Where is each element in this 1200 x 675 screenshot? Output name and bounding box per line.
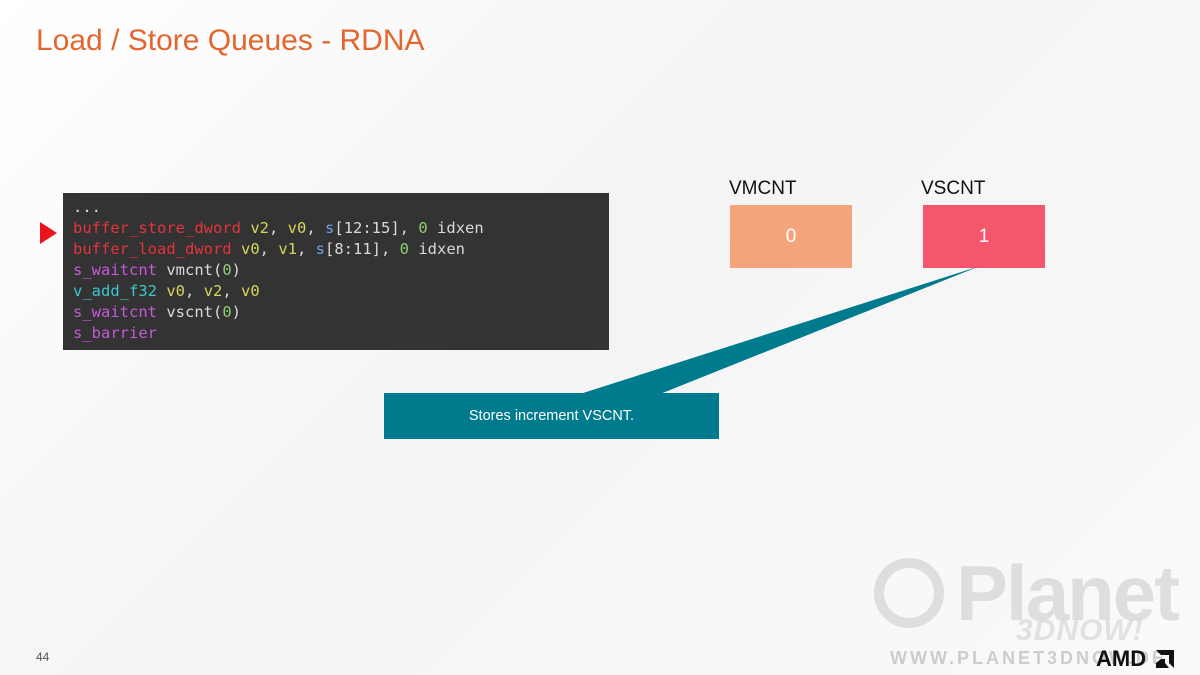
page-number: 44 <box>36 650 50 664</box>
code-token: v2 <box>250 219 269 237</box>
code-token: 0 <box>222 261 232 279</box>
code-token: ... <box>73 198 101 216</box>
code-token: ) <box>231 303 242 321</box>
amd-arrow-icon <box>1156 650 1174 668</box>
vmcnt-label: VMCNT <box>729 178 797 199</box>
slide-title: Load / Store Queues - RDNA <box>36 24 425 57</box>
callout-text: Stores increment VSCNT. <box>468 408 635 424</box>
code-token: [12:15], <box>334 219 419 237</box>
code-token: s <box>325 219 335 237</box>
code-token: v0 <box>287 219 307 237</box>
code-token: buffer_load_dword <box>73 240 232 258</box>
code-token: v0 <box>166 282 186 300</box>
vmcnt-value: 0 <box>785 225 797 247</box>
code-token: s_waitcnt <box>73 261 157 279</box>
code-token: v2 <box>203 282 223 300</box>
code-token: 0 <box>222 303 232 321</box>
code-token: idxen <box>427 219 484 237</box>
code-line: buffer_store_dword v2, v0, s[12:15], 0 i… <box>73 218 609 239</box>
code-line: s_barrier <box>73 323 609 344</box>
code-token: s_waitcnt <box>73 303 157 321</box>
code-token: , <box>306 219 326 237</box>
vscnt-label: VSCNT <box>921 178 986 199</box>
code-token: , <box>185 282 204 300</box>
code-token: v1 <box>278 240 297 258</box>
code-token: vscnt( <box>157 303 223 321</box>
code-token: v0 <box>240 240 260 258</box>
amd-logo: AMD <box>1096 646 1147 671</box>
code-token: , <box>259 240 279 258</box>
code-token: 0 <box>399 240 410 258</box>
code-line: v_add_f32 v0, v2, v0 <box>73 281 609 302</box>
code-token: , <box>269 219 288 237</box>
code-token: ) <box>231 261 242 279</box>
code-line: s_waitcnt vmcnt(0) <box>73 260 609 281</box>
code-line: buffer_load_dword v0, v1, s[8:11], 0 idx… <box>73 239 609 260</box>
code-token: , <box>297 240 316 258</box>
code-token: buffer_store_dword <box>73 219 241 237</box>
vmcnt-value-box: 0 <box>730 205 852 268</box>
code-listing: ... buffer_store_dword v2, v0, s[12:15], … <box>63 193 609 350</box>
code-token: [8:11], <box>325 240 400 258</box>
current-instruction-arrow-icon <box>40 222 57 244</box>
code-line: ... <box>73 197 609 218</box>
callout-box: Stores increment VSCNT. <box>384 393 719 439</box>
code-token: vmcnt( <box>157 261 223 279</box>
vscnt-value-box: 1 <box>923 205 1045 268</box>
code-token: , <box>222 282 242 300</box>
code-token: idxen <box>409 240 466 258</box>
code-token: v0 <box>241 282 260 300</box>
code-token: s_barrier <box>73 324 157 342</box>
code-token: s <box>315 240 326 258</box>
code-line: s_waitcnt vscnt(0) <box>73 302 609 323</box>
code-token: v_add_f32 <box>73 282 157 300</box>
vscnt-value: 1 <box>978 225 990 247</box>
code-token: 0 <box>418 219 428 237</box>
